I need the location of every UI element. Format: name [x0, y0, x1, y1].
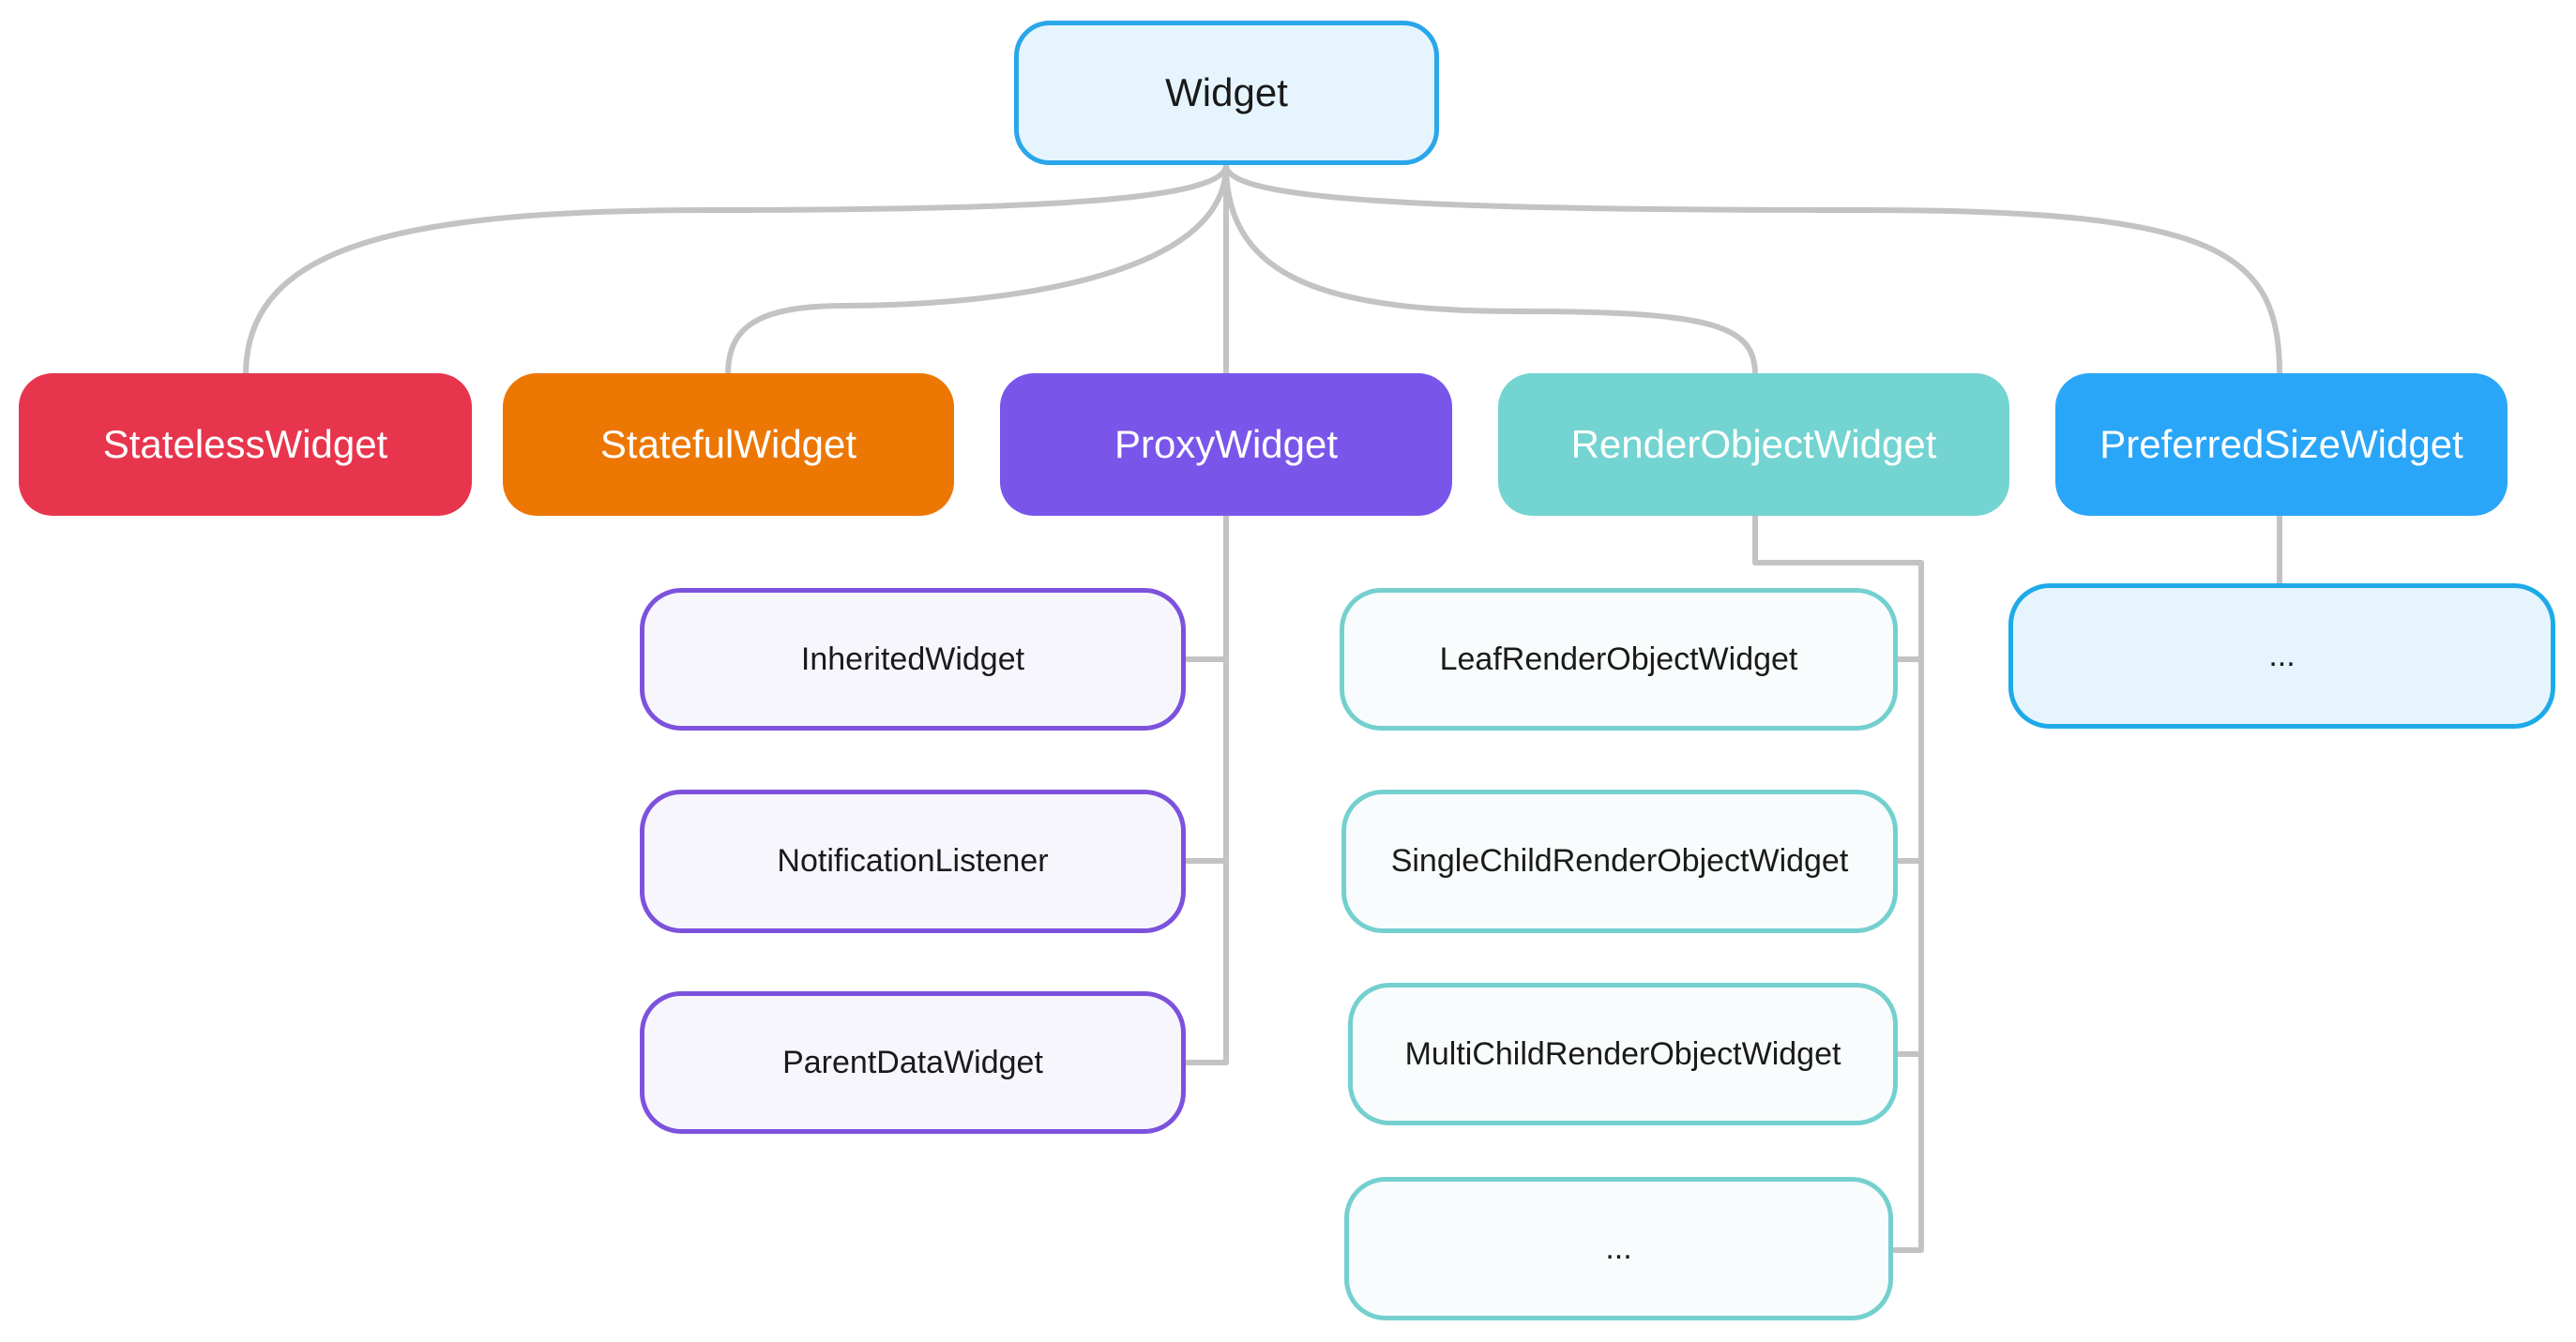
- connector-widget-statefulwidget: [725, 164, 1229, 376]
- node-inheritedwidget: InheritedWidget: [640, 588, 1186, 731]
- connector-widget-preferredsizewidget: [1223, 164, 2282, 376]
- node-leafrenderobjectwidget: LeafRenderObjectWidget: [1340, 588, 1898, 731]
- node-render-ellipsis: ...: [1344, 1177, 1893, 1320]
- node-renderobjectwidget: RenderObjectWidget: [1498, 373, 2009, 516]
- node-proxywidget: ProxyWidget: [1000, 373, 1452, 516]
- node-preferredsizewidget: PreferredSizeWidget: [2055, 373, 2508, 516]
- node-parentdatawidget: ParentDataWidget: [640, 991, 1186, 1134]
- node-singlechildrenderobjectwidget: SingleChildRenderObjectWidget: [1341, 790, 1898, 933]
- connector-widget-renderobjectwidget: [1223, 164, 1758, 376]
- node-widget: Widget: [1014, 21, 1439, 165]
- connector-widget-statelesswidget: [243, 164, 1229, 376]
- node-statelesswidget: StatelessWidget: [19, 373, 472, 516]
- node-multichildrenderobjectwidget: MultiChildRenderObjectWidget: [1348, 983, 1898, 1125]
- node-notificationlistener: NotificationListener: [640, 790, 1186, 933]
- connector-proxy-children: [1186, 516, 1229, 1065]
- connector-render-children: [1752, 516, 1924, 1253]
- node-statefulwidget: StatefulWidget: [503, 373, 954, 516]
- node-preferred-ellipsis: ...: [2008, 583, 2555, 729]
